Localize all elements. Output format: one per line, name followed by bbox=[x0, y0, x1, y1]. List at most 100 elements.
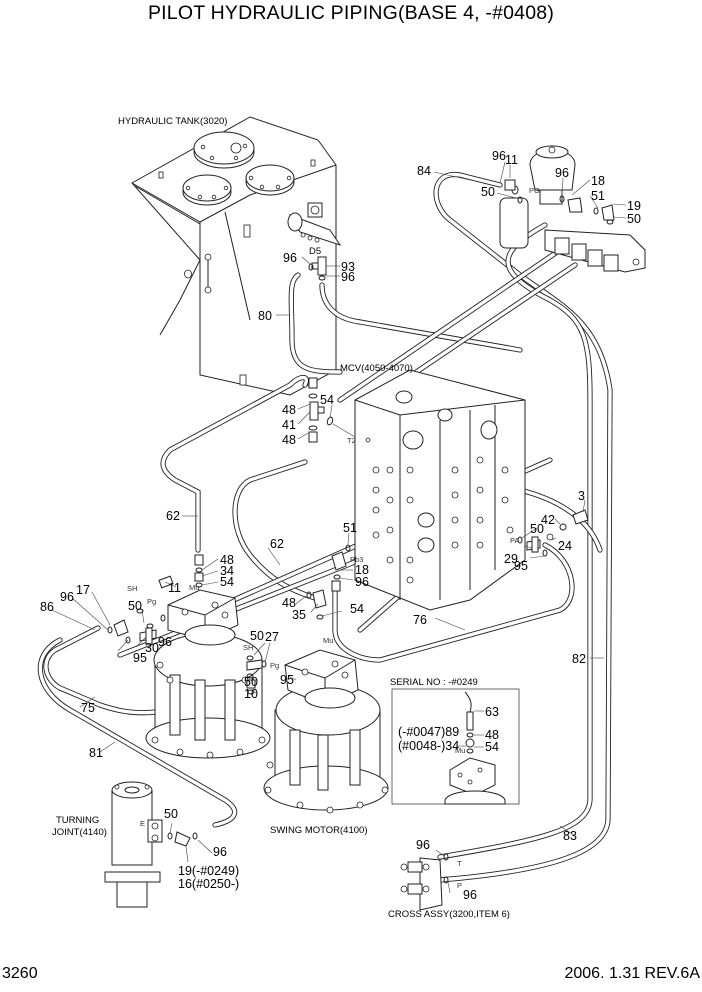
callout-62: 62 bbox=[166, 509, 180, 523]
hoses bbox=[37, 172, 613, 883]
callout-18: 18 bbox=[591, 174, 605, 188]
hydraulic-tank: D5 bbox=[131, 116, 342, 396]
callout-11: 11 bbox=[168, 581, 181, 595]
callout-54: 54 bbox=[350, 602, 364, 616]
port-label-t: T bbox=[457, 859, 462, 868]
port-label-p: P bbox=[457, 881, 462, 890]
callout-54: 54 bbox=[320, 393, 334, 407]
callout-96: 96 bbox=[158, 635, 172, 649]
inset-motor bbox=[444, 691, 506, 805]
turning-joint: E bbox=[104, 781, 198, 908]
callout-29: 29 bbox=[504, 552, 518, 566]
port-label-pa: PA bbox=[510, 536, 519, 545]
callout-48: 48 bbox=[220, 553, 234, 567]
callout-95: 95 bbox=[133, 651, 147, 665]
mcv-label: MCV(4050-4070) bbox=[340, 363, 413, 374]
swing-motor-right: SH Pg Mu bbox=[243, 636, 389, 814]
callout-96: 96 bbox=[60, 590, 74, 604]
callout-10: 10 bbox=[244, 687, 258, 701]
callout-41: 41 bbox=[282, 418, 296, 432]
callout-80: 80 bbox=[258, 309, 272, 323]
mcv-left-fittings bbox=[308, 377, 334, 443]
revision-label: 2006. 1.31 REV.6A bbox=[564, 965, 700, 982]
swing-motor-label: SWING MOTOR(4100) bbox=[270, 825, 367, 836]
inset-callout-89: (-#0047)89 bbox=[398, 725, 459, 739]
callout-16: 16(#0250-) bbox=[178, 877, 239, 891]
leader-lines bbox=[51, 161, 627, 894]
callout-83: 83 bbox=[563, 829, 577, 843]
inset-callout-34: (#0048-)34 bbox=[398, 739, 459, 753]
hydraulic-tank-label: HYDRAULIC TANK(3020) bbox=[118, 116, 227, 127]
swing-motor-left: SH Pg Mu bbox=[107, 554, 271, 759]
callout-96: 96 bbox=[492, 149, 506, 163]
callout-50: 50 bbox=[481, 185, 495, 199]
callout-96: 96 bbox=[355, 575, 369, 589]
callout-50: 50 bbox=[530, 522, 544, 536]
callout-96: 96 bbox=[213, 845, 227, 859]
callout-18: 18 bbox=[355, 563, 369, 577]
turning-joint-label-2: JOINT(4140) bbox=[52, 827, 107, 838]
callout-30: 30 bbox=[145, 641, 159, 655]
callout-27: 27 bbox=[265, 630, 279, 644]
inset-port-mu: Mu bbox=[455, 746, 465, 755]
callout-96: 96 bbox=[463, 888, 477, 902]
callout-96: 96 bbox=[555, 166, 569, 180]
callout-86: 86 bbox=[40, 600, 54, 614]
callout-75: 75 bbox=[81, 701, 95, 715]
callout-96: 96 bbox=[283, 251, 297, 265]
callout-50: 50 bbox=[128, 599, 142, 613]
callout-96: 96 bbox=[341, 270, 355, 284]
callout-81: 81 bbox=[89, 746, 103, 760]
turning-joint-label-1: TURNING bbox=[56, 815, 99, 826]
port-label-pb3: Pb3 bbox=[350, 555, 363, 564]
port-label-t2: T2 bbox=[347, 436, 356, 445]
mcv: T2 Pb3 PA bbox=[347, 369, 526, 611]
callout-62: 62 bbox=[270, 537, 284, 551]
callout-42: 42 bbox=[541, 513, 555, 527]
port-label-sh-right: SH bbox=[243, 643, 253, 652]
callout-95: 95 bbox=[514, 559, 528, 573]
inset-callout-63: 63 bbox=[485, 705, 499, 719]
callout-19: 19(-#0249) bbox=[178, 864, 239, 878]
callout-34: 34 bbox=[220, 564, 234, 578]
cross-assy: T P bbox=[400, 853, 462, 911]
callout-54: 54 bbox=[220, 575, 234, 589]
callout-11: 11 bbox=[505, 153, 518, 167]
callout-3: 3 bbox=[578, 489, 585, 503]
mcv-mid-fittings bbox=[306, 544, 351, 620]
page-number: 3260 bbox=[2, 965, 38, 982]
callout-48: 48 bbox=[282, 403, 296, 417]
callout-17: 17 bbox=[76, 583, 90, 597]
port-label-sh-left: SH bbox=[127, 584, 137, 593]
callout-51: 51 bbox=[343, 521, 357, 535]
port-label-mu-right: Mu bbox=[323, 636, 333, 645]
callout-48: 48 bbox=[282, 433, 296, 447]
callout-24: 24 bbox=[558, 539, 572, 553]
page-title: PILOT HYDRAULIC PIPING(BASE 4, -#0408) bbox=[147, 2, 555, 24]
callout-50: 50 bbox=[250, 629, 264, 643]
callout-50: 50 bbox=[627, 212, 641, 226]
callout-50: 50 bbox=[244, 675, 258, 689]
cross-assy-label: CROSS ASSY(3200,ITEM 6) bbox=[388, 909, 510, 920]
callout-35: 35 bbox=[292, 608, 306, 622]
port-label-mu-left: Mu bbox=[189, 583, 199, 592]
pilot-valve-block: PG bbox=[499, 145, 646, 273]
callouts: 96 93 96 80 84 96 11 50 96 18 51 19 50 5… bbox=[40, 149, 641, 902]
port-label-d5: D5 bbox=[309, 246, 321, 257]
inset-title: SERIAL NO : -#0249 bbox=[390, 677, 478, 688]
callout-96: 96 bbox=[416, 838, 430, 852]
callout-48: 48 bbox=[282, 596, 296, 610]
inset-callout-54: 54 bbox=[485, 740, 499, 754]
callout-82: 82 bbox=[572, 652, 586, 666]
callout-50: 50 bbox=[164, 807, 178, 821]
callout-19: 19 bbox=[627, 199, 641, 213]
callout-93: 93 bbox=[341, 260, 355, 274]
port-label-e: E bbox=[140, 819, 145, 828]
callout-76: 76 bbox=[413, 613, 427, 627]
port-label-pg-right: Pg bbox=[270, 661, 279, 670]
inset-callout-48: 48 bbox=[485, 728, 499, 742]
callout-51: 51 bbox=[591, 189, 605, 203]
callout-84: 84 bbox=[417, 164, 431, 178]
callout-95: 95 bbox=[280, 673, 294, 687]
